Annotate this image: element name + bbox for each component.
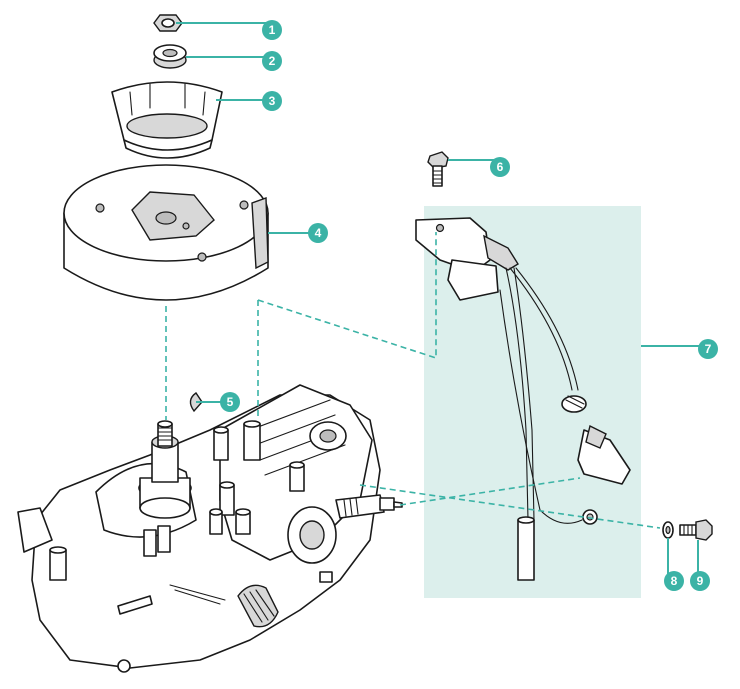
callout-3: 3 [262, 91, 282, 111]
callout-5: 5 [220, 392, 240, 412]
callout-9-label: 9 [697, 574, 704, 588]
callout-3-label: 3 [269, 94, 276, 108]
part-8-washer [662, 521, 674, 539]
callout-leaders [176, 22, 704, 576]
callout-1: 1 [262, 20, 282, 40]
part-2-washer [153, 44, 187, 69]
callout-2-label: 2 [269, 54, 276, 68]
callout-9: 9 [690, 571, 710, 591]
part-6-bolt [427, 151, 449, 187]
callout-4-label: 4 [315, 226, 322, 240]
callout-5-label: 5 [227, 395, 234, 409]
callout-7-label: 7 [705, 342, 712, 356]
part-9-bolt [679, 519, 713, 541]
callout-2: 2 [262, 51, 282, 71]
part-1-nut [153, 14, 183, 32]
callout-6-label: 6 [497, 160, 504, 174]
callout-7: 7 [698, 339, 718, 359]
callout-4: 4 [308, 223, 328, 243]
part-4-flywheel [63, 164, 269, 301]
assembly-lines [165, 232, 661, 529]
callout-6: 6 [490, 157, 510, 177]
callout-8: 8 [664, 571, 684, 591]
engine-crankcase [17, 384, 403, 673]
part-7-ignition-coil [415, 217, 631, 581]
callout-1-label: 1 [269, 23, 276, 37]
part-3-starter-cup [111, 81, 223, 159]
callout-8-label: 8 [671, 574, 678, 588]
